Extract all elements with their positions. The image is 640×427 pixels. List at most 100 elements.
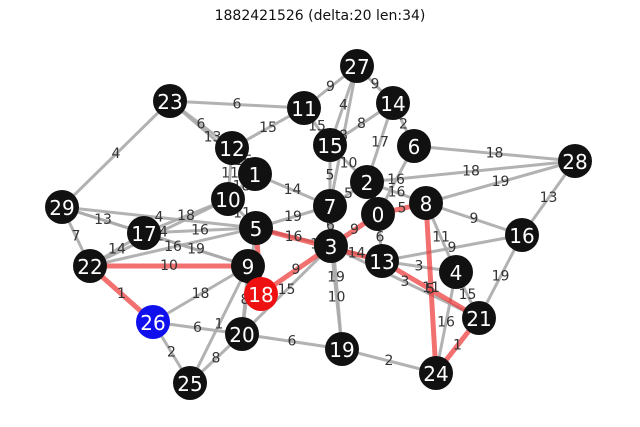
node-circle	[314, 229, 348, 263]
node-19: 19	[325, 332, 359, 366]
node-circle	[350, 165, 384, 199]
edge-weight-label: 2	[167, 345, 176, 361]
node-25: 25	[173, 366, 207, 400]
node-27: 27	[340, 49, 374, 83]
node-circle	[211, 182, 245, 216]
edge-weight-label: 19	[187, 242, 205, 258]
edge-weight-label: 6	[193, 320, 202, 336]
edge-17-5	[142, 226, 258, 235]
node-22: 22	[73, 249, 107, 283]
node-label: 1	[249, 163, 262, 187]
node-circle	[313, 189, 347, 223]
node-circle	[239, 211, 273, 245]
edge-weight-label: 9	[350, 222, 359, 238]
node-label: 22	[77, 255, 102, 279]
edge-weight-label: 4	[339, 98, 348, 114]
edge-28-8	[424, 159, 577, 205]
edge-weight-label: 3	[415, 259, 424, 275]
node-circle	[505, 218, 539, 252]
node-26: 26	[136, 305, 170, 339]
node-23: 23	[153, 84, 187, 118]
edge-weight-label: 1	[453, 338, 462, 354]
node-label: 19	[329, 338, 354, 362]
edge-weight-label: 18	[192, 286, 210, 302]
node-label: 11	[291, 97, 316, 121]
node-14: 14	[376, 86, 410, 120]
edge-weight-label: 11	[422, 280, 440, 296]
node-1: 1	[238, 157, 272, 191]
node-circle	[127, 216, 161, 250]
edge-weight-label: 19	[327, 270, 345, 286]
node-16: 16	[505, 218, 539, 252]
edge-weight-label: 16	[191, 223, 209, 239]
edge-weight-label: 6	[233, 97, 242, 113]
node-label: 24	[423, 362, 448, 386]
node-11: 11	[287, 91, 321, 125]
edge-weight-label: 19	[284, 209, 302, 225]
node-circle	[313, 128, 347, 162]
edge-weight-label: 11	[221, 166, 239, 182]
edge-weight-label: 19	[492, 174, 510, 190]
node-label: 27	[344, 55, 369, 79]
edge-weight-label: 10	[328, 290, 346, 306]
node-label: 25	[177, 372, 202, 396]
node-label: 8	[420, 192, 433, 216]
node-label: 13	[369, 250, 394, 274]
node-circle	[136, 305, 170, 339]
edge-28-6	[412, 144, 577, 163]
edge-weight-label: 15	[278, 282, 296, 298]
node-8: 8	[409, 186, 443, 220]
node-label: 6	[408, 135, 421, 159]
node-label: 0	[372, 203, 385, 227]
edge-weight-label: 1	[215, 317, 224, 333]
edge-weight-label: 5	[326, 168, 335, 184]
edge-17-9	[142, 231, 250, 268]
edge-23-29	[60, 99, 172, 209]
node-label: 14	[380, 92, 405, 116]
node-label: 18	[248, 283, 273, 307]
edge-29-5	[60, 205, 258, 230]
edge-weight-label: 19	[492, 269, 510, 285]
node-circle	[231, 249, 265, 283]
edge-weight-label: 5	[398, 201, 407, 217]
node-label: 26	[140, 311, 165, 335]
node-6: 6	[397, 129, 431, 163]
edge-weight-label: 15	[259, 120, 277, 136]
node-7: 7	[313, 189, 347, 223]
edge-weight-label: 7	[72, 229, 81, 245]
edge-weight-label: 8	[212, 351, 221, 367]
node-circle	[361, 197, 395, 231]
edge-weight-label: 2	[399, 117, 408, 133]
node-label: 21	[466, 307, 491, 331]
edge-weight-label: 16	[164, 239, 182, 255]
edge-weight-label: 6	[288, 334, 297, 350]
edge-weight-label: 11	[432, 230, 450, 246]
edge-25-9	[188, 264, 250, 385]
node-circle	[409, 186, 443, 220]
node-9: 9	[231, 249, 265, 283]
edge-weight-label: 9	[448, 240, 457, 256]
edge-weight-label: 16	[437, 315, 455, 331]
node-18: 18	[244, 277, 278, 311]
edge-23-11	[168, 99, 306, 110]
node-circle	[215, 131, 249, 165]
node-3: 3	[314, 229, 348, 263]
node-label: 17	[131, 222, 156, 246]
node-29: 29	[45, 190, 79, 224]
edge-weight-label: 18	[486, 146, 504, 162]
node-label: 4	[450, 261, 463, 285]
edge-weight-label: 16	[387, 172, 405, 188]
node-label: 29	[49, 196, 74, 220]
edge-weight-label: 15	[459, 287, 477, 303]
node-label: 5	[250, 217, 263, 241]
edge-weight-label: 10	[160, 258, 178, 274]
edge-weight-label: 8	[241, 292, 250, 308]
node-21: 21	[462, 301, 496, 335]
edge-weight-label: 13	[94, 212, 112, 228]
edge-weight-label: 18	[462, 164, 480, 180]
node-circle	[439, 255, 473, 289]
edge-weight-label: 4	[155, 210, 164, 226]
node-12: 12	[215, 131, 249, 165]
edge-weight-label: 14	[284, 182, 302, 198]
edge-weight-label: 16	[388, 185, 406, 201]
